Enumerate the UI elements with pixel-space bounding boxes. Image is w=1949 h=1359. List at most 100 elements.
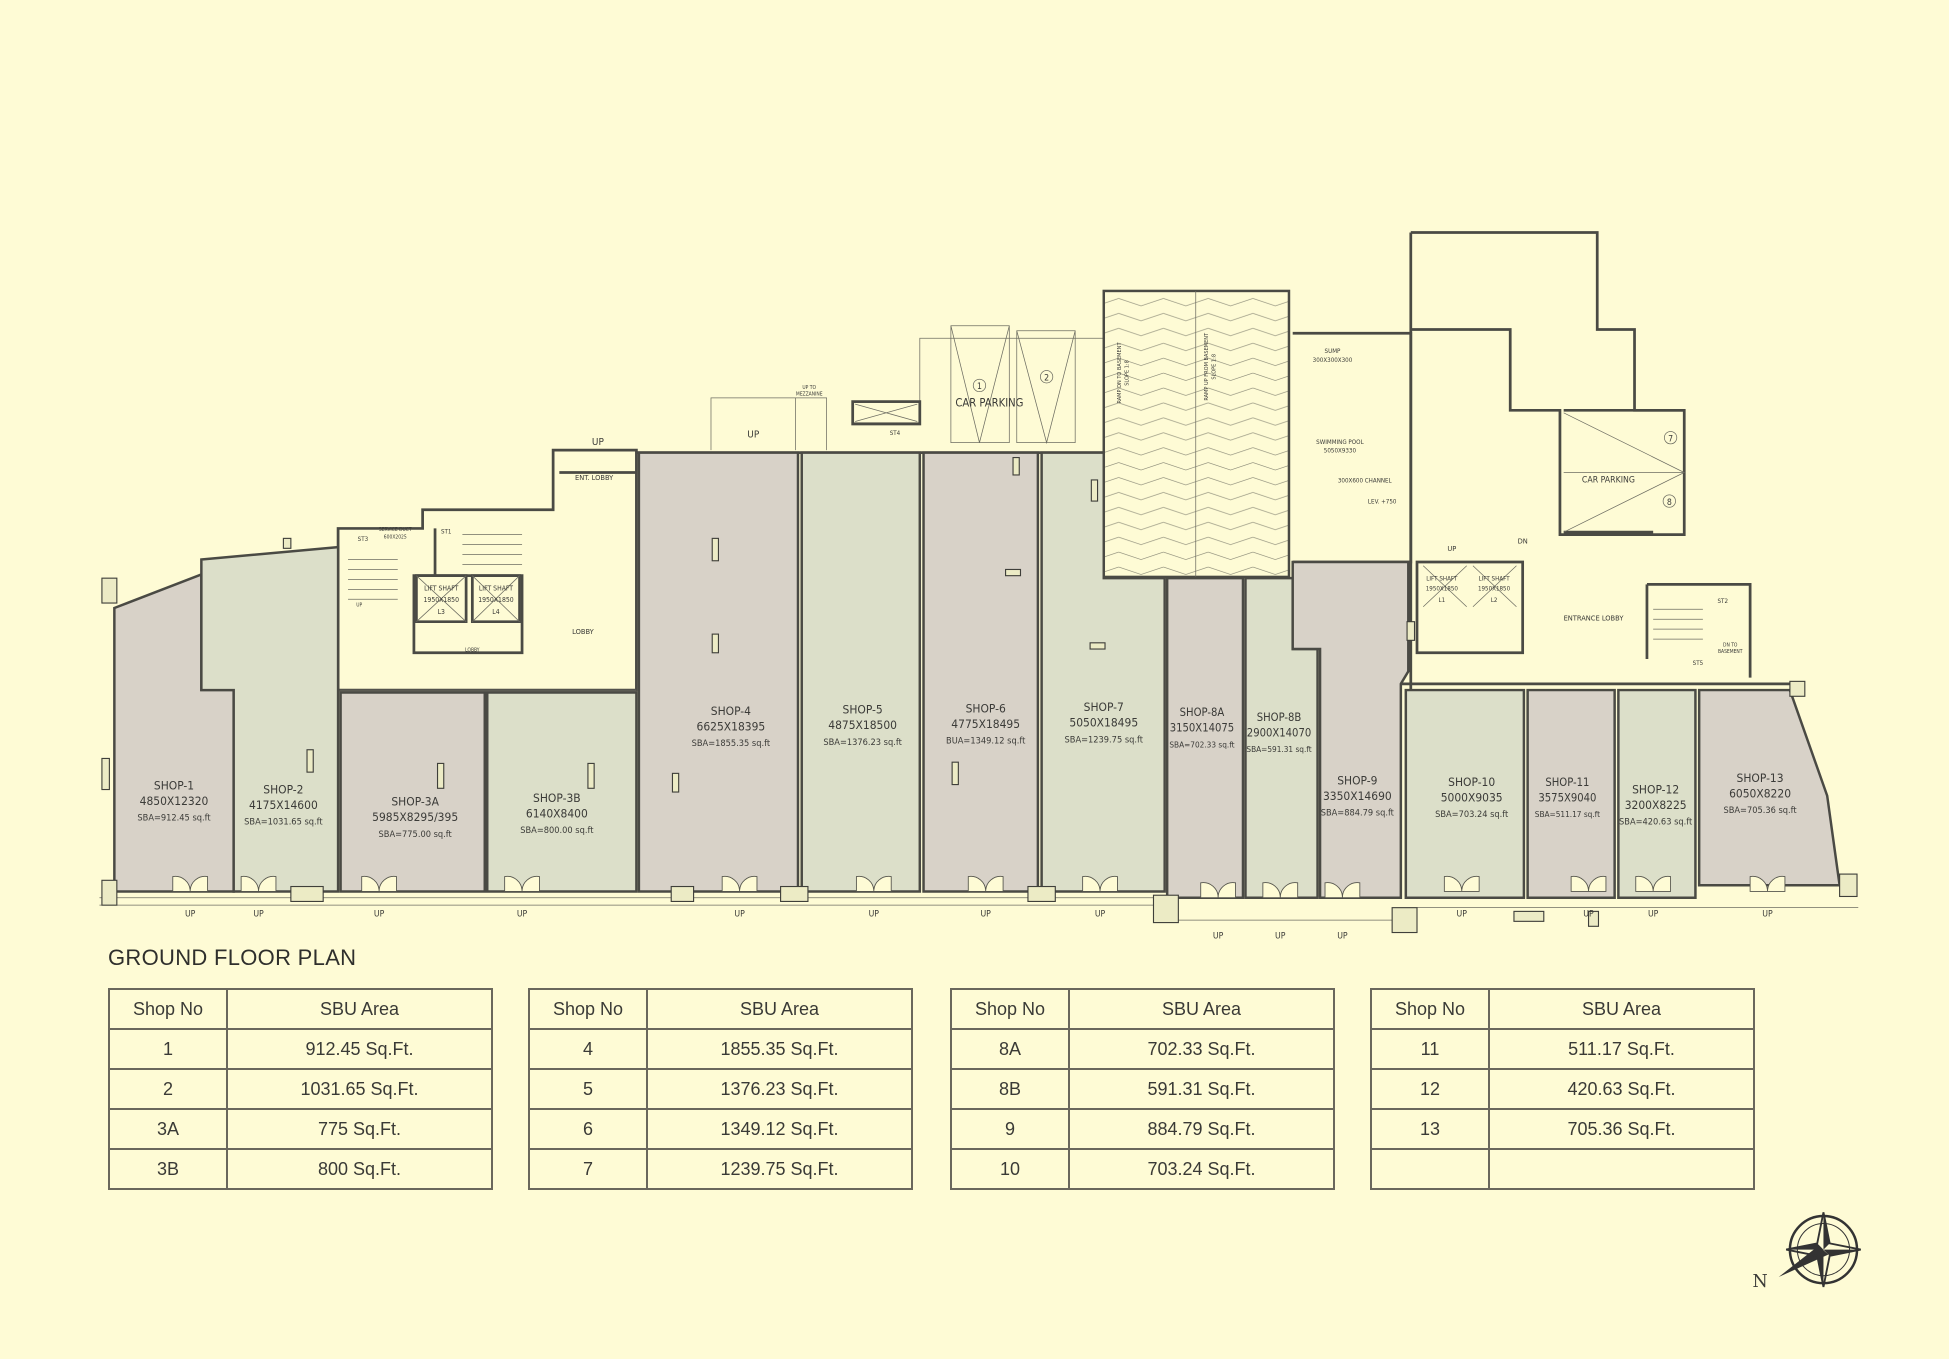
label-stair-up: UP bbox=[356, 603, 362, 609]
column bbox=[101, 757, 110, 791]
shop-area: SBA=703.24 sq.ft bbox=[1435, 809, 1509, 820]
up-label: UP bbox=[253, 909, 264, 919]
shop-5-area[interactable] bbox=[800, 451, 922, 893]
shop-no-cell: 6 bbox=[528, 1108, 648, 1150]
column bbox=[290, 885, 324, 903]
shop-area: SBA=1239.75 sq.ft bbox=[1065, 734, 1144, 745]
double-door[interactable]: UP bbox=[1262, 882, 1299, 942]
label-lobby: LOBBY bbox=[572, 627, 594, 636]
shop-12-area[interactable] bbox=[1617, 688, 1697, 899]
double-door[interactable]: UP bbox=[1200, 882, 1236, 942]
double-door[interactable]: UP bbox=[1635, 875, 1672, 919]
column bbox=[1406, 621, 1416, 641]
label-lift-shaft-l1: LIFT SHAFT bbox=[1426, 576, 1458, 583]
label-sump-size: 300X300X300 bbox=[1313, 357, 1353, 364]
double-door[interactable]: UP bbox=[172, 875, 209, 919]
double-door[interactable]: UP bbox=[240, 875, 277, 919]
label-lift-shaft-l2: LIFT SHAFT bbox=[1479, 576, 1511, 583]
label-entrance-lobby: ENTRANCE LOBBY bbox=[1564, 613, 1625, 622]
label-l1: L1 bbox=[1439, 597, 1446, 604]
double-door[interactable]: UP bbox=[361, 875, 397, 919]
label-st3: ST3 bbox=[358, 536, 369, 543]
column bbox=[1513, 910, 1545, 922]
double-door[interactable]: UP bbox=[1324, 882, 1361, 942]
shop-11-area[interactable] bbox=[1526, 688, 1616, 899]
label-l2: L2 bbox=[1491, 597, 1498, 604]
sbu-area-cell: 1349.12 Sq.Ft. bbox=[646, 1108, 913, 1150]
shop-dims: 3350X14690 bbox=[1323, 789, 1392, 803]
sbu-area-cell: 511.17 Sq.Ft. bbox=[1488, 1028, 1755, 1070]
up-label: UP bbox=[734, 909, 745, 919]
label-lift-size-l2: 1950X1850 bbox=[1478, 586, 1511, 593]
label-up-to: UP TO bbox=[802, 385, 816, 391]
shop-dims: 6050X8220 bbox=[1729, 787, 1791, 801]
shop-name: SHOP-13 bbox=[1737, 771, 1784, 785]
column bbox=[1152, 894, 1179, 924]
sbu-area-cell: 1031.65 Sq.Ft. bbox=[226, 1068, 493, 1110]
sbu-area-cell: 420.63 Sq.Ft. bbox=[1488, 1068, 1755, 1110]
double-door[interactable]: UP bbox=[855, 875, 892, 919]
shop-area: SBA=1376.23 sq.ft bbox=[823, 737, 902, 748]
header-sbu-area: SBU Area bbox=[226, 988, 493, 1030]
column bbox=[282, 537, 292, 549]
shop-name: SHOP-6 bbox=[966, 701, 1006, 715]
shop-2-area[interactable] bbox=[200, 545, 340, 893]
double-door[interactable]: UP bbox=[967, 875, 1004, 919]
shop-3b-area[interactable] bbox=[486, 691, 638, 893]
shop-area: SBA=702.33 sq.ft bbox=[1169, 739, 1234, 749]
north-label: N bbox=[1752, 1272, 1767, 1292]
plan-annotations: UP ENT. LOBBY LOBBY LOBBY SERVICE DUCT 6… bbox=[356, 332, 1743, 667]
shop-4-area[interactable] bbox=[637, 451, 800, 893]
column bbox=[1089, 642, 1106, 650]
column bbox=[101, 879, 118, 906]
shop-name: SHOP-8B bbox=[1257, 711, 1302, 724]
label-st1: ST1 bbox=[441, 528, 452, 535]
double-door[interactable]: UP bbox=[504, 875, 540, 919]
shop-10-area[interactable] bbox=[1404, 688, 1526, 899]
shop-6-area[interactable] bbox=[922, 451, 1040, 893]
double-door[interactable]: UP bbox=[1082, 875, 1118, 919]
sbu-area-cell: 775 Sq.Ft. bbox=[226, 1108, 493, 1150]
up-label: UP bbox=[374, 909, 385, 919]
label-up-pool: UP bbox=[1447, 544, 1456, 553]
shop-no-cell: 5 bbox=[528, 1068, 648, 1110]
up-label: UP bbox=[1213, 932, 1224, 942]
shop-area: SBA=800.00 sq.ft bbox=[520, 825, 594, 836]
column bbox=[711, 537, 720, 562]
shop-no-cell bbox=[1370, 1148, 1490, 1190]
up-label: UP bbox=[1275, 932, 1286, 942]
double-door[interactable]: UP bbox=[1749, 875, 1786, 919]
shop-name: SHOP-3B bbox=[533, 791, 581, 805]
label-ramp-up-slope: SLOPE 1:8 bbox=[1212, 354, 1218, 380]
shop-dims: 5000X9035 bbox=[1441, 790, 1503, 804]
shop-13-area[interactable] bbox=[1697, 688, 1842, 887]
shop-dims: 5985X8295/395 bbox=[372, 810, 458, 824]
double-door[interactable]: UP bbox=[1443, 875, 1480, 919]
column bbox=[671, 772, 680, 793]
shop-9-area[interactable] bbox=[1291, 560, 1410, 899]
shop-3a-area[interactable] bbox=[339, 691, 487, 893]
shop-no-cell: 9 bbox=[950, 1108, 1070, 1150]
up-label: UP bbox=[185, 909, 196, 919]
label-lev: LEV. +750 bbox=[1368, 499, 1397, 506]
up-label: UP bbox=[1762, 909, 1773, 919]
up-label: UP bbox=[517, 909, 528, 919]
shop-area: SBA=884.79 sq.ft bbox=[1321, 808, 1395, 819]
shop-dims: 2900X14070 bbox=[1247, 727, 1311, 740]
double-door[interactable]: UP bbox=[721, 875, 758, 919]
column bbox=[670, 885, 695, 903]
label-dn: DN bbox=[1518, 536, 1528, 545]
double-door[interactable]: UP bbox=[1570, 875, 1607, 919]
shop-name: SHOP-4 bbox=[711, 704, 751, 718]
shop-8a-area[interactable] bbox=[1165, 576, 1245, 899]
header-sbu-area: SBU Area bbox=[646, 988, 913, 1030]
